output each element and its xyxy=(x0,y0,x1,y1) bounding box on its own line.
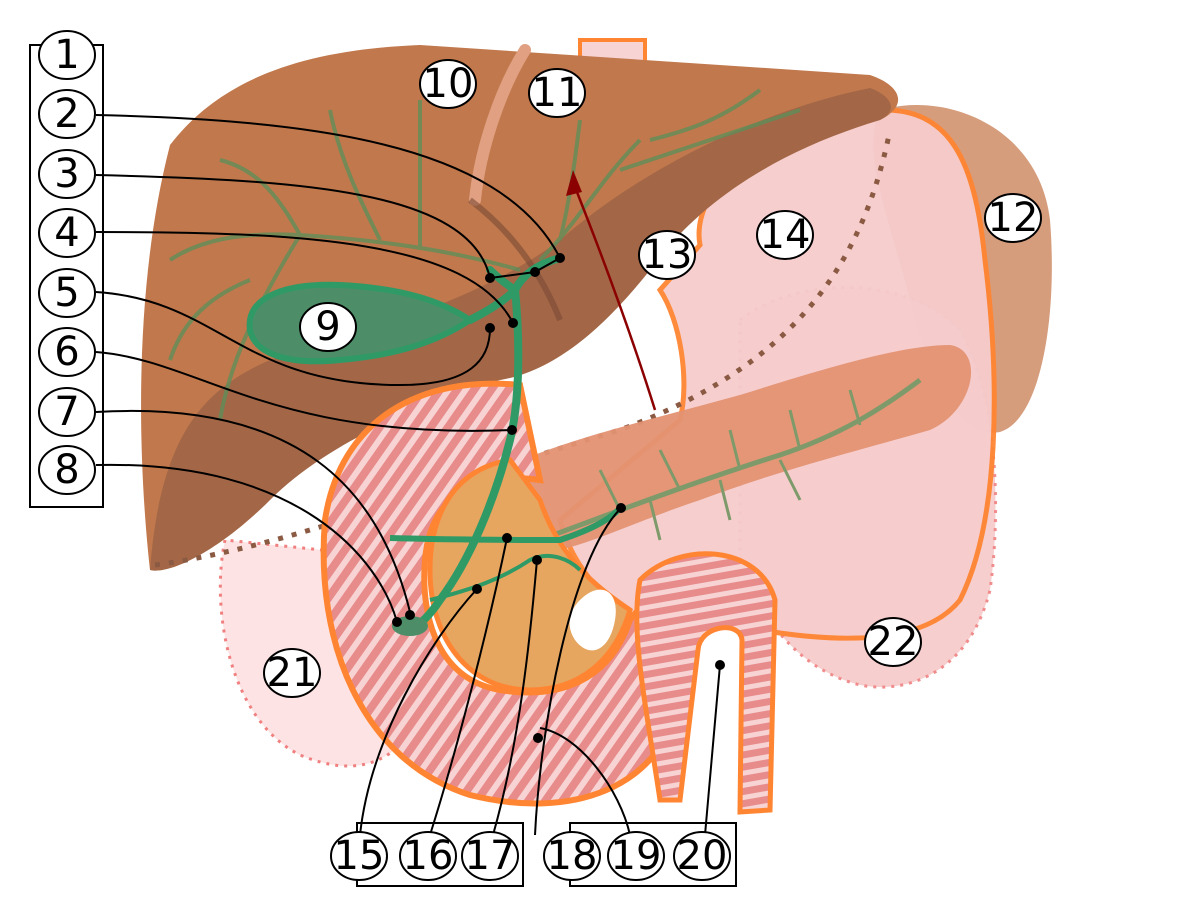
label-text-18: 18 xyxy=(547,833,598,879)
pancreatic-duct xyxy=(539,377,922,543)
label-1: 1 xyxy=(38,30,96,80)
label-9: 9 xyxy=(299,302,357,352)
label-text-8: 8 xyxy=(54,447,79,493)
label-11: 11 xyxy=(528,68,586,118)
label-text-2: 2 xyxy=(54,91,79,137)
label-20: 20 xyxy=(673,831,731,881)
label-6: 6 xyxy=(38,327,96,377)
label-text-13: 13 xyxy=(642,232,693,278)
label-7: 7 xyxy=(38,387,96,437)
label-5: 5 xyxy=(38,268,96,318)
label-text-15: 15 xyxy=(334,833,385,879)
label-text-19: 19 xyxy=(611,833,662,879)
label-3: 3 xyxy=(38,149,96,199)
label-text-21: 21 xyxy=(267,650,318,696)
label-text-16: 16 xyxy=(403,833,454,879)
leader-lines xyxy=(95,114,721,836)
label-text-7: 7 xyxy=(54,389,79,435)
duodenum-white-hole xyxy=(569,589,616,651)
label-15: 15 xyxy=(330,831,388,881)
direction-arrow xyxy=(571,181,657,411)
label-21: 21 xyxy=(263,648,321,698)
label-text-22: 22 xyxy=(868,619,919,665)
accessory-duct xyxy=(429,553,582,602)
liver-fissure xyxy=(468,197,563,322)
jejunum xyxy=(634,551,778,815)
label-text-4: 4 xyxy=(54,210,79,256)
label-text-9: 9 xyxy=(315,304,340,350)
label-8: 8 xyxy=(38,445,96,495)
label-12: 12 xyxy=(984,193,1042,243)
label-text-1: 1 xyxy=(54,32,79,78)
label-17: 17 xyxy=(461,831,519,881)
label-text-12: 12 xyxy=(988,195,1039,241)
pancreatic-side-ducts xyxy=(598,389,862,541)
label-text-5: 5 xyxy=(54,270,79,316)
label-18: 18 xyxy=(543,831,601,881)
liver-dotted-edge xyxy=(154,129,893,568)
arrowhead xyxy=(566,170,582,196)
label-text-11: 11 xyxy=(532,70,583,116)
leader-dots xyxy=(392,253,725,743)
label-text-10: 10 xyxy=(423,61,474,107)
label-19: 19 xyxy=(607,831,665,881)
label-text-3: 3 xyxy=(54,151,79,197)
label-13: 13 xyxy=(638,230,696,280)
label-text-17: 17 xyxy=(465,833,516,879)
label-text-14: 14 xyxy=(760,212,811,258)
label-22: 22 xyxy=(864,617,922,667)
label-14: 14 xyxy=(756,210,814,260)
label-4: 4 xyxy=(38,208,96,258)
falciform-ligament xyxy=(469,44,531,206)
label-text-6: 6 xyxy=(54,329,79,375)
label-16: 16 xyxy=(399,831,457,881)
label-10: 10 xyxy=(419,59,477,109)
label-2: 2 xyxy=(38,89,96,139)
label-text-20: 20 xyxy=(677,833,728,879)
pancreatic-main-duct xyxy=(389,505,623,544)
